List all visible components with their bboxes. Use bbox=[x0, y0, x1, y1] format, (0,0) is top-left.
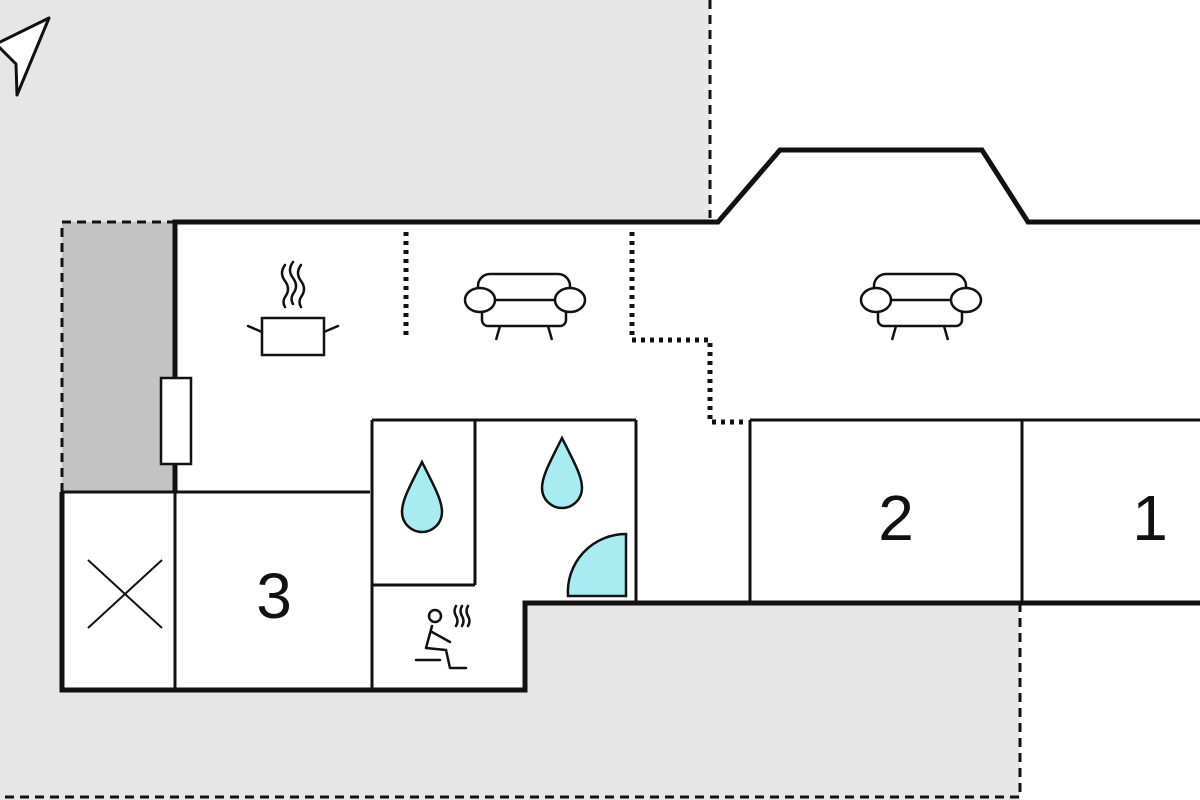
sofa-icon bbox=[463, 272, 587, 341]
door-icon bbox=[159, 376, 193, 466]
open-divider-lines bbox=[403, 232, 748, 425]
north-arrow-icon bbox=[0, 16, 51, 97]
cross-icon bbox=[87, 559, 163, 629]
water-drop-icon bbox=[400, 459, 444, 534]
interior-walls bbox=[173, 418, 1200, 690]
room-label-1: 1 bbox=[1132, 482, 1168, 554]
water-drop-icon bbox=[540, 435, 584, 510]
sofa-icon bbox=[859, 272, 983, 341]
carport-boundary bbox=[60, 220, 175, 492]
carport-area bbox=[62, 222, 175, 492]
terrace-boundary-bottom bbox=[0, 603, 1022, 799]
room-label-3: 3 bbox=[256, 560, 292, 632]
storage-room bbox=[62, 492, 175, 690]
kitchen-pot-icon bbox=[246, 260, 340, 357]
room-label-2: 2 bbox=[878, 482, 914, 554]
shower-icon bbox=[566, 532, 628, 598]
terrace-top-left bbox=[0, 0, 1020, 800]
exterior-wall bbox=[172, 147, 1200, 492]
sauna-icon bbox=[414, 604, 471, 670]
